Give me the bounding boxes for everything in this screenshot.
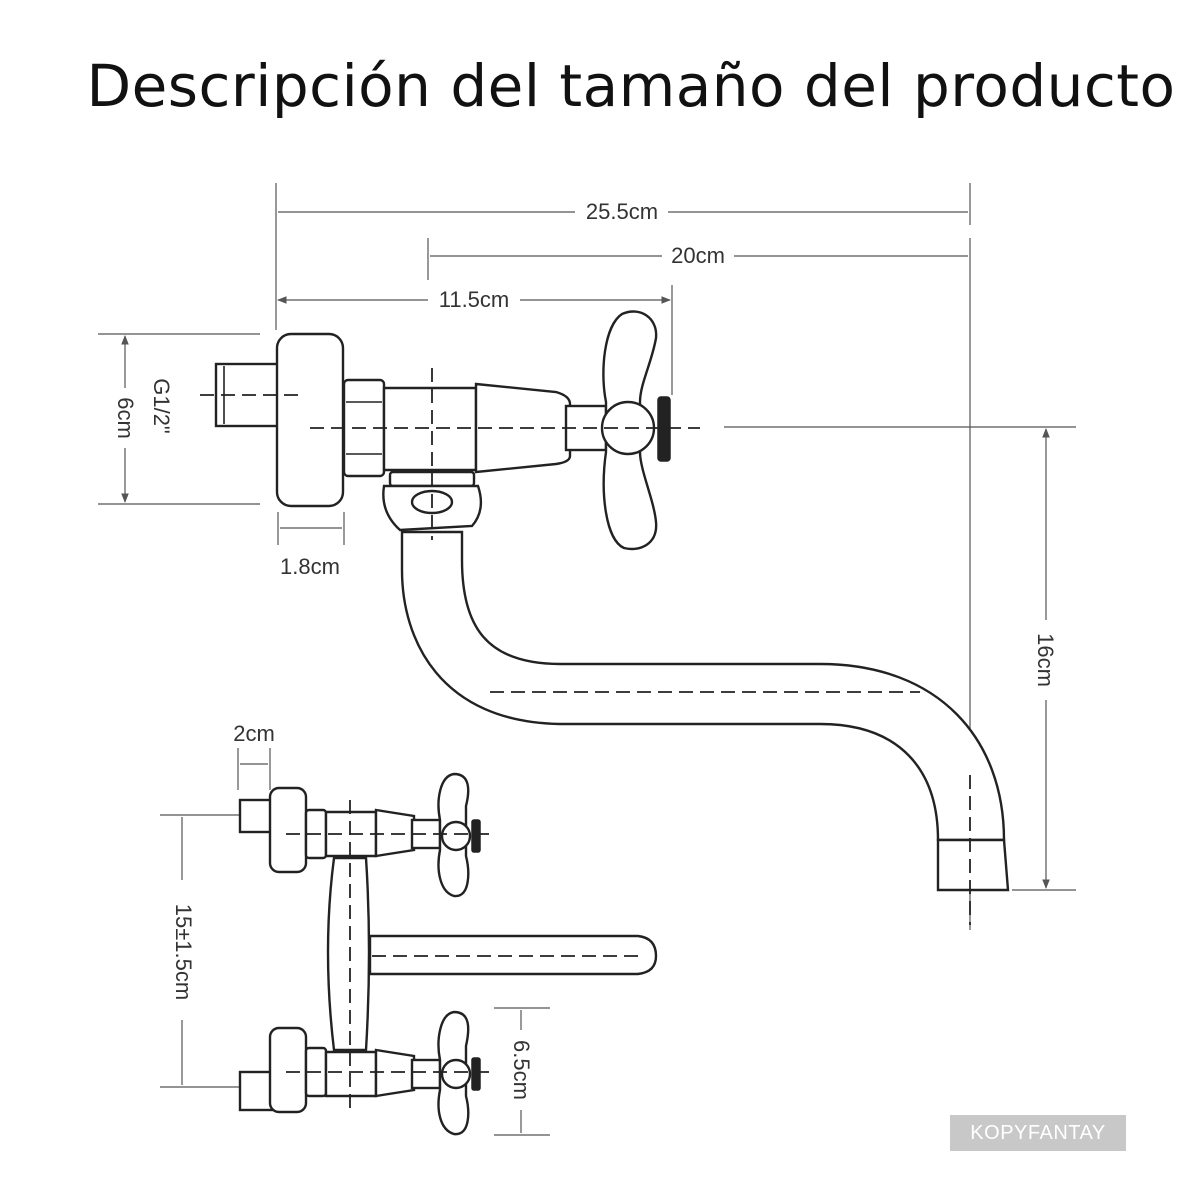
upper-flange: [268, 786, 308, 874]
faucet-front-view: [160, 748, 658, 1136]
dim-thread: G1/2": [149, 378, 174, 434]
faucet-side-view: [200, 310, 1010, 925]
handle-cap: [657, 396, 671, 462]
wall-flange: [275, 332, 345, 508]
dim-flange-thickness: 1.8cm: [280, 554, 340, 579]
dim-spout-reach: 20cm: [671, 243, 725, 268]
dim-spout-height: 16cm: [1033, 633, 1058, 687]
brand-watermark: KOPYFANTAY: [950, 1115, 1126, 1151]
dim-center-distance: 15±1.5cm: [171, 904, 196, 1000]
valve-body: [382, 386, 478, 472]
dim-inlet-length: 2cm: [233, 721, 275, 746]
dim-flange-height: 6cm: [113, 397, 138, 439]
dim-handle-distance: 11.5cm: [439, 287, 510, 312]
dimension-lines: [98, 183, 1076, 930]
upper-inlet: [238, 798, 274, 834]
dim-handle-height: 6.5cm: [509, 1040, 534, 1100]
lower-inlet: [238, 1070, 274, 1112]
dim-overall-width: 25.5cm: [586, 199, 658, 224]
horizontal-spout: [368, 934, 658, 976]
spout-pipe: [400, 530, 1006, 842]
vertical-connector: [326, 856, 371, 1052]
page-title: Descripción del tamaño del producto: [86, 52, 1176, 120]
spout-aerator: [936, 838, 1010, 892]
lower-flange: [268, 1026, 308, 1114]
